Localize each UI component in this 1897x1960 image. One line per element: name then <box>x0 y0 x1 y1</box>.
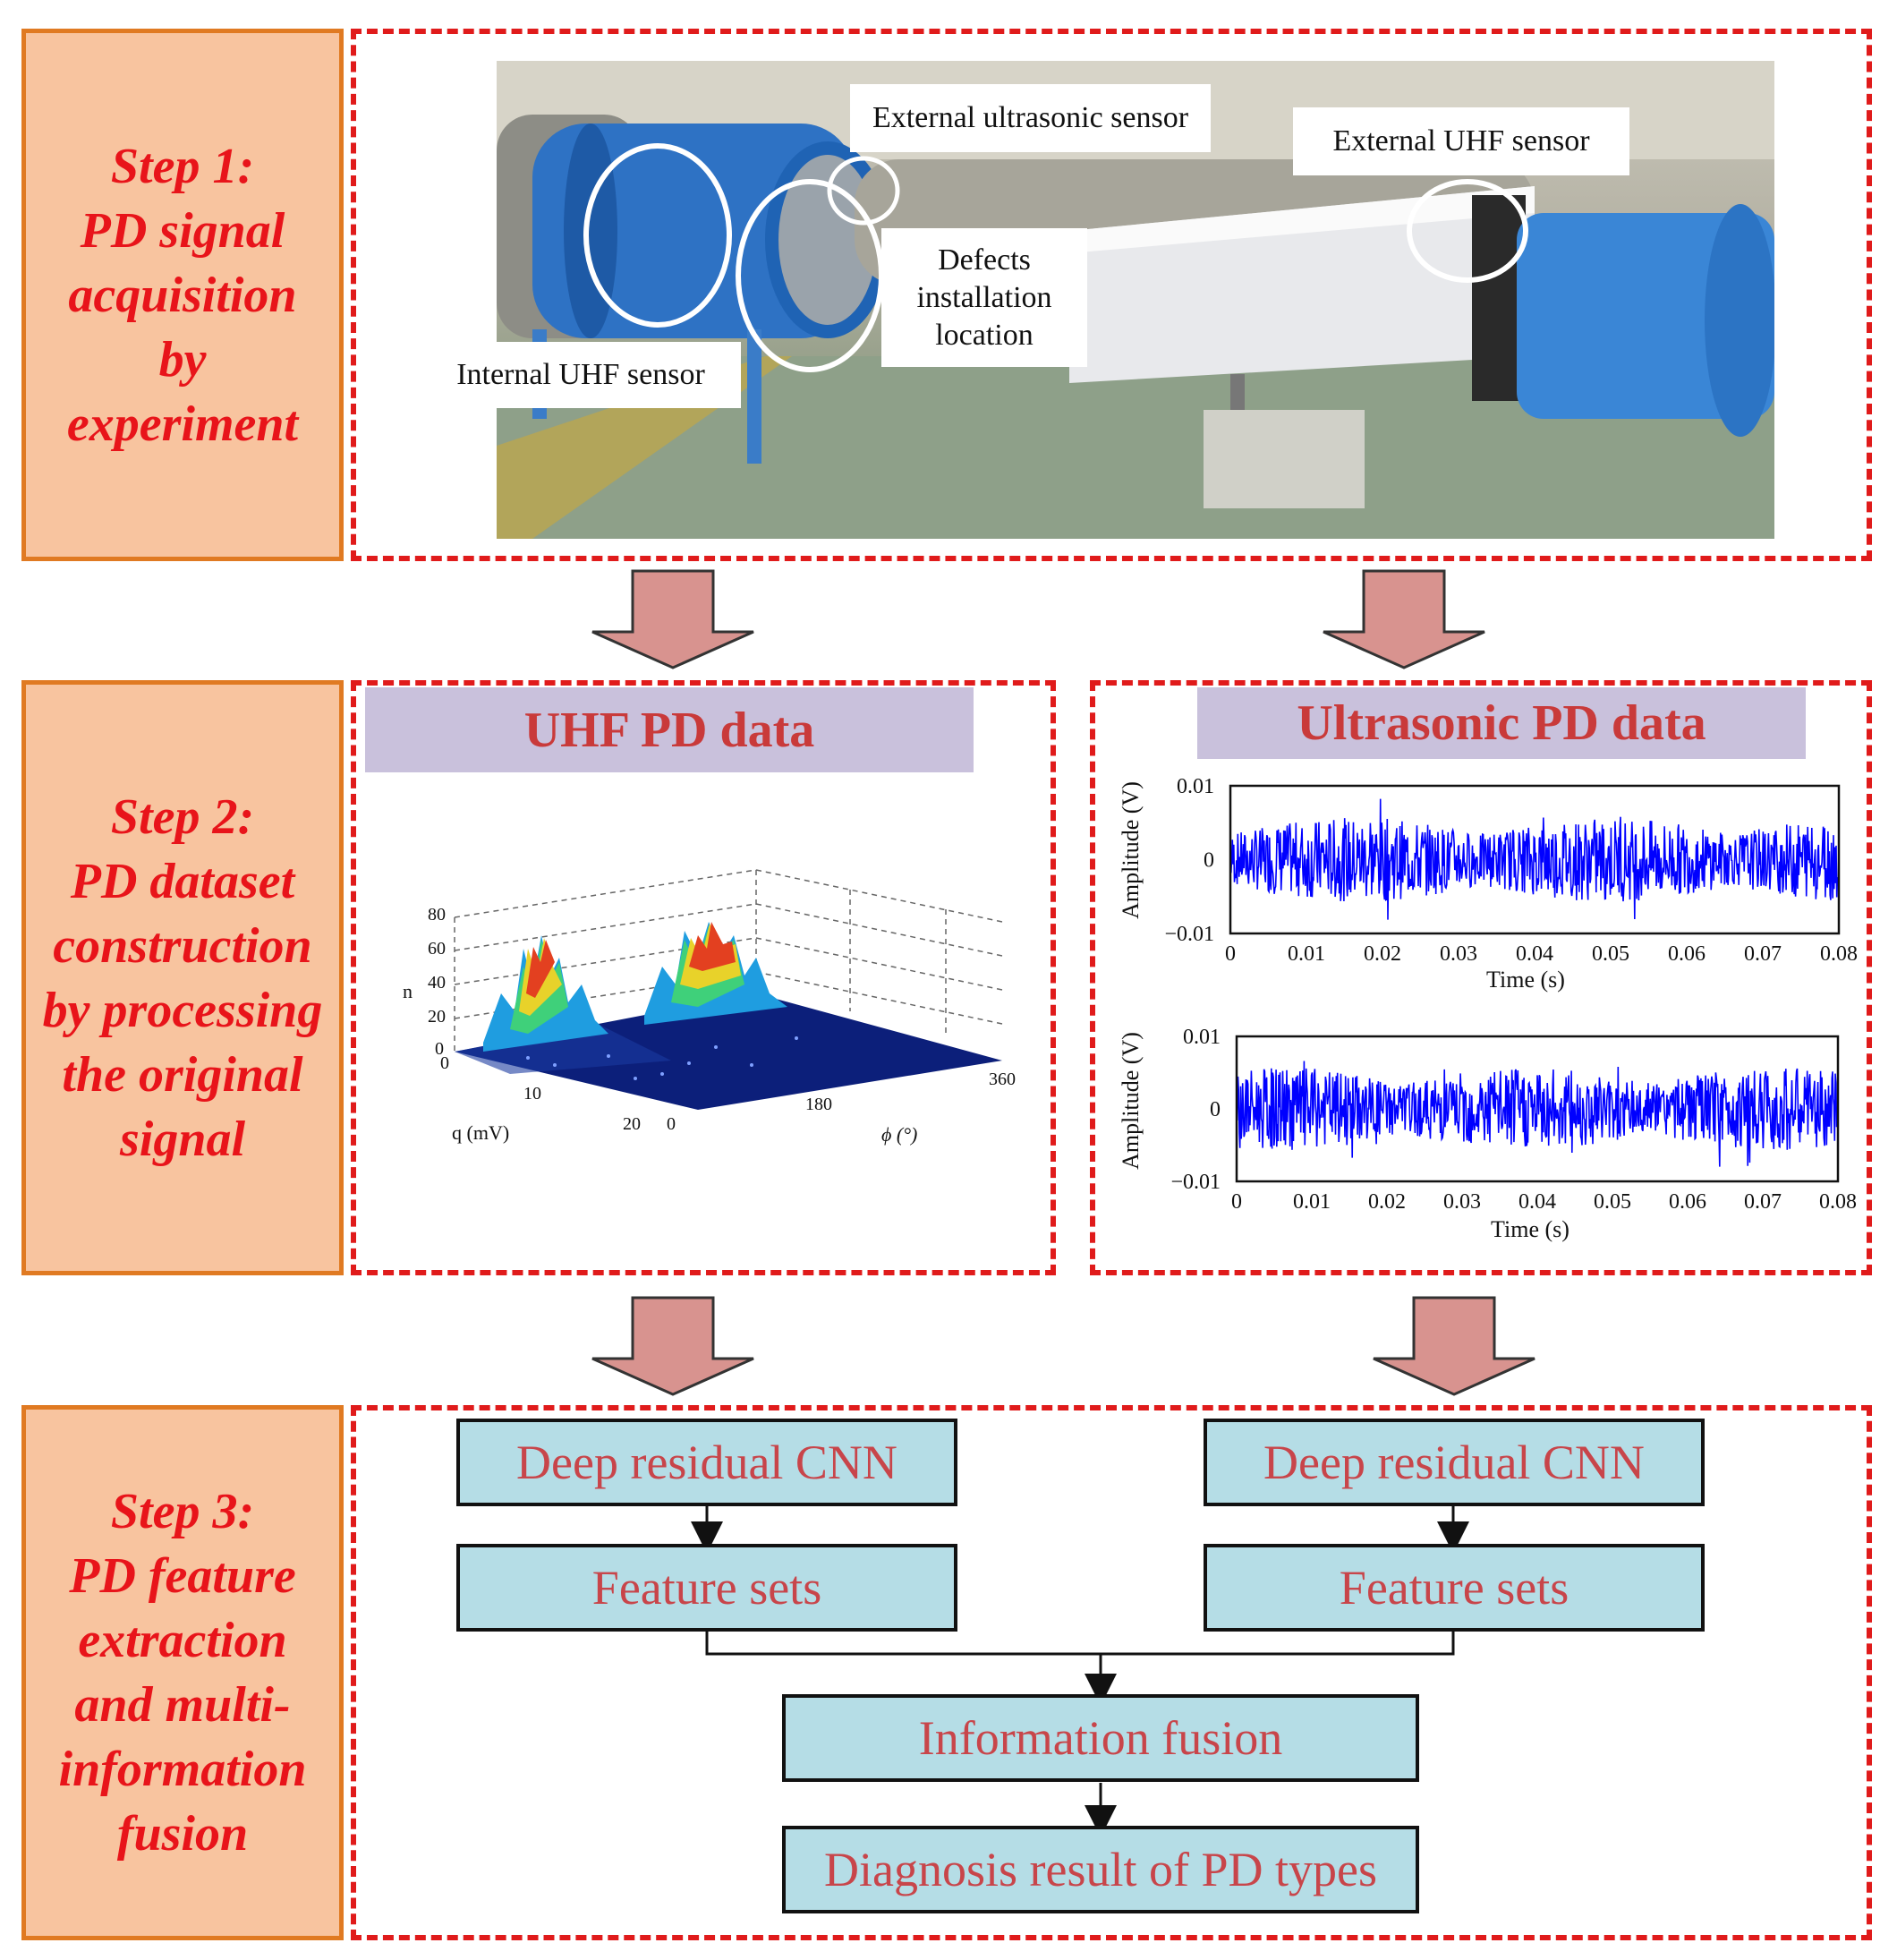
waveform-1-signal <box>1229 798 1840 920</box>
uhf-z-label: n <box>403 980 413 1002</box>
callout-external-uhf-sensor: External UHF sensor <box>1293 107 1629 175</box>
waveform-plot-1: Amplitude (V) Time (s) 0.01 0 −0.01 0 0.01 0.… <box>1118 775 1858 993</box>
uhf-plot-peaks-right <box>644 922 787 1025</box>
step-3-frame <box>351 1405 1872 1940</box>
waveform-1-xtick: 0.05 <box>1592 942 1629 966</box>
ultrasonic-panel-title: Ultrasonic PD data <box>1197 687 1806 759</box>
step-1-label: Step 1: PD signal acquisition by experim… <box>66 138 299 452</box>
callout-internal-uhf-sensor: Internal UHF sensor <box>421 342 741 408</box>
diagnosis-result-box: Diagnosis result of PD types <box>782 1826 1419 1913</box>
left-feature-sets-box: Feature sets <box>456 1544 957 1632</box>
ultrasonic-panel-frame <box>1090 680 1872 1275</box>
waveform-2-xtick: 0.05 <box>1594 1190 1631 1214</box>
uhf-q-tick-10: 10 <box>523 1084 541 1104</box>
waveform-2-xtick: 0.08 <box>1819 1190 1857 1214</box>
uhf-z-tick-80: 80 <box>428 905 446 925</box>
waveform-1-ytick: 0 <box>1204 849 1214 873</box>
waveform-1-xtick: 0.06 <box>1668 942 1706 966</box>
waveform-2-ylabel: Amplitude (V) <box>1118 1032 1144 1170</box>
uhf-z-tick-0: 0 <box>435 1039 444 1059</box>
ultrasonic-waveform-plots: Amplitude (V) Time (s) 0.01 0 −0.01 0 0.01 0.… <box>1118 775 1858 1242</box>
step-1-frame <box>351 29 1872 561</box>
callout-external-ultrasonic-sensor: External ultrasonic sensor <box>850 84 1211 152</box>
uhf-q-tick-0: 0 <box>440 1053 449 1073</box>
waveform-2-frame <box>1235 1035 1840 1183</box>
waveform-1-xtick: 0.01 <box>1288 942 1325 966</box>
step-3-box: Step 3: PD feature extraction and multi-… <box>21 1405 344 1940</box>
flow-connectors <box>691 1506 1469 1837</box>
waveform-1-xlabel: Time (s) <box>1486 967 1565 993</box>
waveform-plot-2: Amplitude (V) Time (s) 0.01 0 −0.01 0 0.01 0.… <box>1118 1026 1857 1242</box>
waveform-2-xtick: 0.01 <box>1293 1190 1331 1214</box>
waveform-2-xtick: 0.06 <box>1669 1190 1706 1214</box>
step-2-box: Step 2: PD dataset construction by proce… <box>21 680 344 1275</box>
step-3-label: Step 3: PD feature extraction and multi-… <box>58 1484 307 1862</box>
uhf-panel-title: UHF PD data <box>365 687 974 772</box>
uhf-q-tick-20: 20 <box>623 1114 641 1134</box>
waveform-1-xtick: 0.03 <box>1440 942 1477 966</box>
waveform-2-xtick: 0.04 <box>1518 1190 1556 1214</box>
waveform-2-ytick: 0 <box>1210 1098 1221 1121</box>
uhf-q-label: q (mV) <box>452 1121 509 1144</box>
uhf-prpd-3d-plot: 80 60 40 20 0 n 0 10 20 q (mV) 0 180 360… <box>403 869 1016 1146</box>
arrow-down-1-left <box>591 569 754 669</box>
waveform-2-ytick: 0.01 <box>1183 1026 1221 1049</box>
uhf-z-tick-20: 20 <box>428 1007 446 1027</box>
uhf-phi-tick-0: 0 <box>667 1114 676 1134</box>
waveform-1-xtick: 0.02 <box>1364 942 1401 966</box>
uhf-phi-label: ϕ (°) <box>881 1123 917 1146</box>
right-feature-sets-box: Feature sets <box>1204 1544 1705 1632</box>
uhf-plot-grid <box>454 869 1003 1052</box>
waveform-2-ytick: −0.01 <box>1170 1171 1221 1194</box>
uhf-z-tick-40: 40 <box>428 973 446 993</box>
left-deep-residual-cnn-box: Deep residual CNN <box>456 1419 957 1506</box>
waveform-2-xtick: 0.07 <box>1744 1190 1782 1214</box>
waveform-2-xtick: 0.03 <box>1443 1190 1481 1214</box>
waveform-2-xtick: 0 <box>1231 1190 1242 1214</box>
arrow-down-1-right <box>1323 569 1485 669</box>
waveform-1-ytick: −0.01 <box>1164 923 1214 946</box>
waveform-1-frame <box>1229 784 1841 935</box>
uhf-plot-peaks-left <box>483 935 608 1052</box>
step-1-box: Step 1: PD signal acquisition by experim… <box>21 29 344 561</box>
callout-defects-installation-location: Defects installation location <box>881 228 1087 367</box>
right-deep-residual-cnn-box: Deep residual CNN <box>1204 1419 1705 1506</box>
waveform-2-xlabel: Time (s) <box>1491 1216 1569 1242</box>
waveform-1-xtick: 0 <box>1225 942 1236 966</box>
uhf-plot-speckle <box>526 1036 798 1080</box>
waveform-1-xtick: 0.07 <box>1744 942 1782 966</box>
waveform-1-xtick: 0.08 <box>1820 942 1858 966</box>
arrow-down-2-left <box>591 1296 754 1396</box>
waveform-1-ylabel: Amplitude (V) <box>1118 781 1144 919</box>
waveform-2-signal <box>1236 1061 1839 1167</box>
waveform-1-ytick: 0.01 <box>1177 775 1214 798</box>
uhf-phi-tick-360: 360 <box>989 1069 1016 1089</box>
uhf-panel-frame <box>351 680 1056 1275</box>
uhf-z-tick-60: 60 <box>428 939 446 959</box>
waveform-1-xtick: 0.04 <box>1516 942 1553 966</box>
information-fusion-box: Information fusion <box>782 1694 1419 1782</box>
waveform-2-xtick: 0.02 <box>1368 1190 1406 1214</box>
step-2-label: Step 2: PD dataset construction by proce… <box>42 788 323 1167</box>
arrow-down-2-right <box>1373 1296 1535 1396</box>
uhf-phi-tick-180: 180 <box>805 1095 832 1114</box>
